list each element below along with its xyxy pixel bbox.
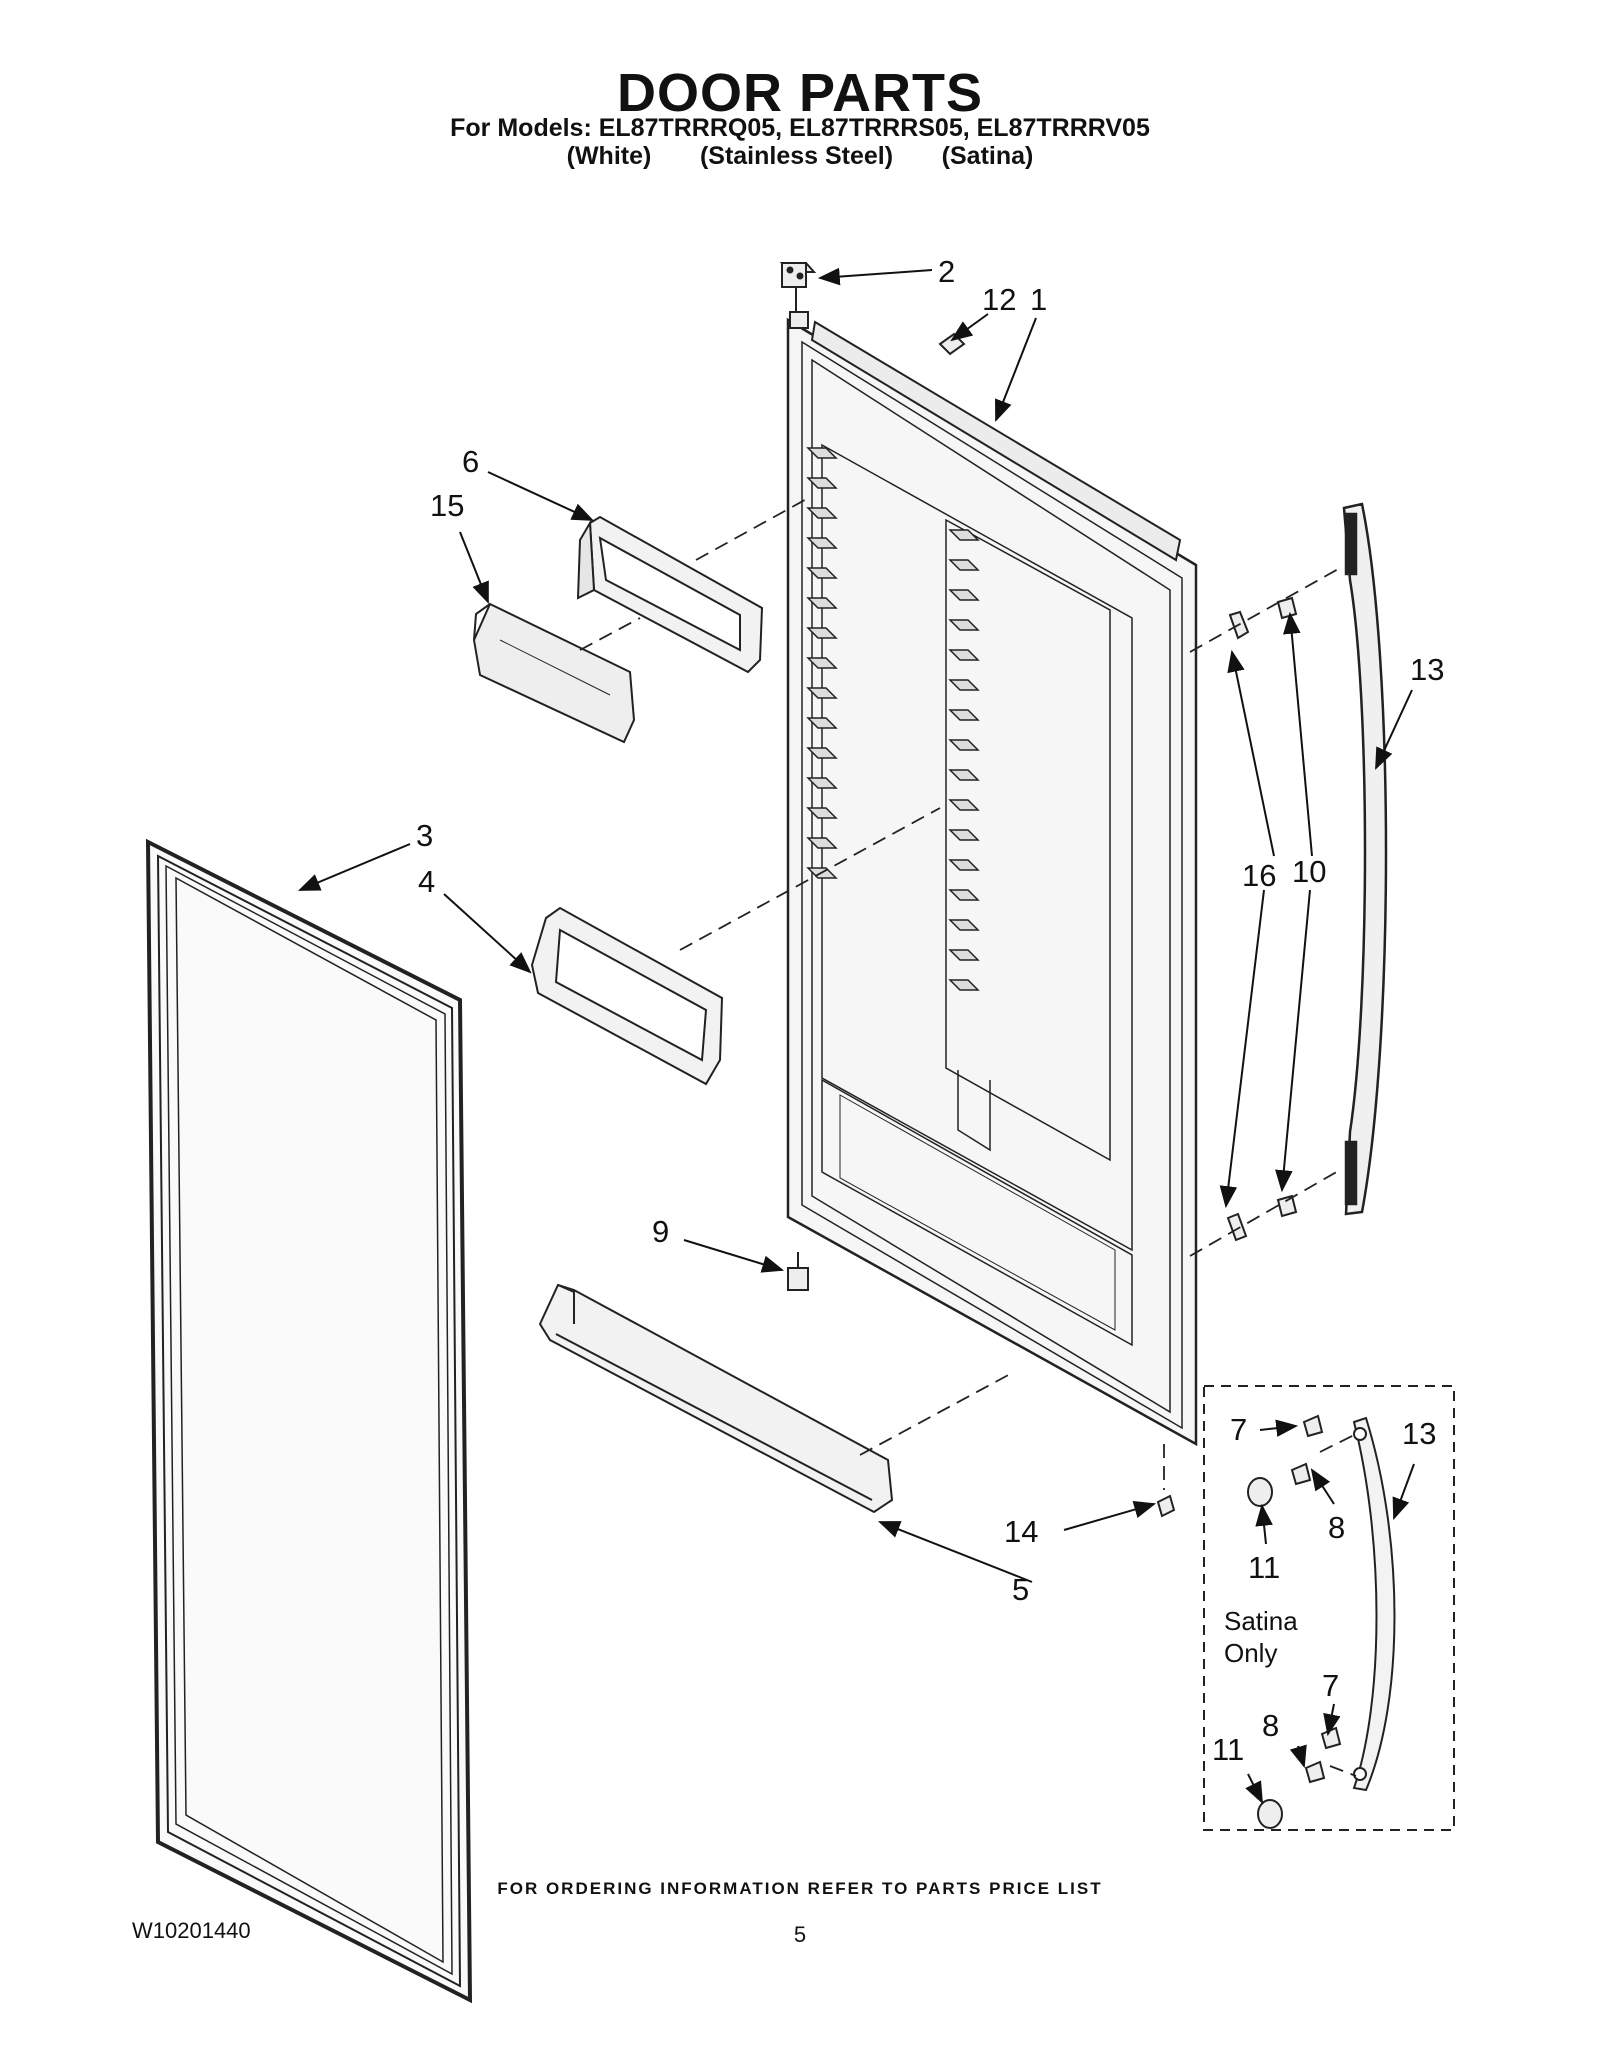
bottom-hinge-pin	[787, 1252, 809, 1291]
callout-4: 4	[418, 864, 435, 899]
callout-10: 10	[1292, 854, 1326, 889]
inset-callout-11-top: 11	[1248, 1550, 1280, 1585]
callout-15: 15	[430, 488, 464, 523]
liner-ribs-left	[806, 447, 838, 879]
document-number: W10201440	[132, 1918, 251, 1943]
alignment-lines	[579, 495, 1357, 1777]
satina-handle	[1352, 1416, 1396, 1792]
callout-13-main: 13	[1410, 652, 1444, 687]
door-liner	[786, 317, 1198, 1447]
inset-callout-8-bottom: 8	[1262, 1708, 1279, 1743]
page-title: DOOR PARTS	[616, 63, 983, 123]
callout-14: 14	[1004, 1514, 1038, 1549]
hinge-plug	[938, 332, 966, 356]
bin-cover	[472, 602, 636, 744]
hinge-plug-bottom	[1156, 1494, 1176, 1518]
callout-5: 5	[1012, 1572, 1029, 1607]
callout-12: 12	[982, 282, 1016, 317]
callout-arrows	[297, 267, 1415, 1804]
callout-6: 6	[462, 444, 479, 479]
inset-note-line1: Satina	[1224, 1606, 1298, 1636]
callout-16: 16	[1242, 858, 1276, 893]
inset-callout-7-top: 7	[1230, 1412, 1247, 1447]
inset-callout-11-bottom: 11	[1212, 1732, 1244, 1767]
model-variants: (White) (Stainless Steel) (Satina)	[566, 142, 1034, 170]
callout-3: 3	[416, 818, 433, 853]
satina-hardware	[1247, 1414, 1342, 1829]
door-gasket	[145, 838, 473, 2004]
door-handle	[1342, 502, 1388, 1216]
door-bin-upper	[576, 515, 764, 674]
top-hinge	[779, 262, 817, 329]
satina-inset-box	[1203, 1385, 1455, 1831]
page-number: 5	[793, 1922, 807, 1947]
model-list: For Models: EL87TRRRQ05, EL87TRRRS05, EL…	[450, 114, 1150, 142]
callout-9: 9	[652, 1214, 669, 1249]
door-shelf-bottom	[538, 1283, 894, 1514]
inset-note-line2: Only	[1224, 1638, 1277, 1668]
inset-callout-7-bottom: 7	[1322, 1668, 1339, 1703]
liner-ribs-center	[948, 529, 980, 991]
inset-callout-8-top: 8	[1328, 1510, 1345, 1545]
door-bin-middle	[530, 906, 724, 1086]
inset-callout-13: 13	[1402, 1416, 1436, 1451]
callout-1: 1	[1030, 282, 1047, 317]
callout-2: 2	[938, 254, 955, 289]
ordering-note: FOR ORDERING INFORMATION REFER TO PARTS …	[497, 1879, 1103, 1898]
